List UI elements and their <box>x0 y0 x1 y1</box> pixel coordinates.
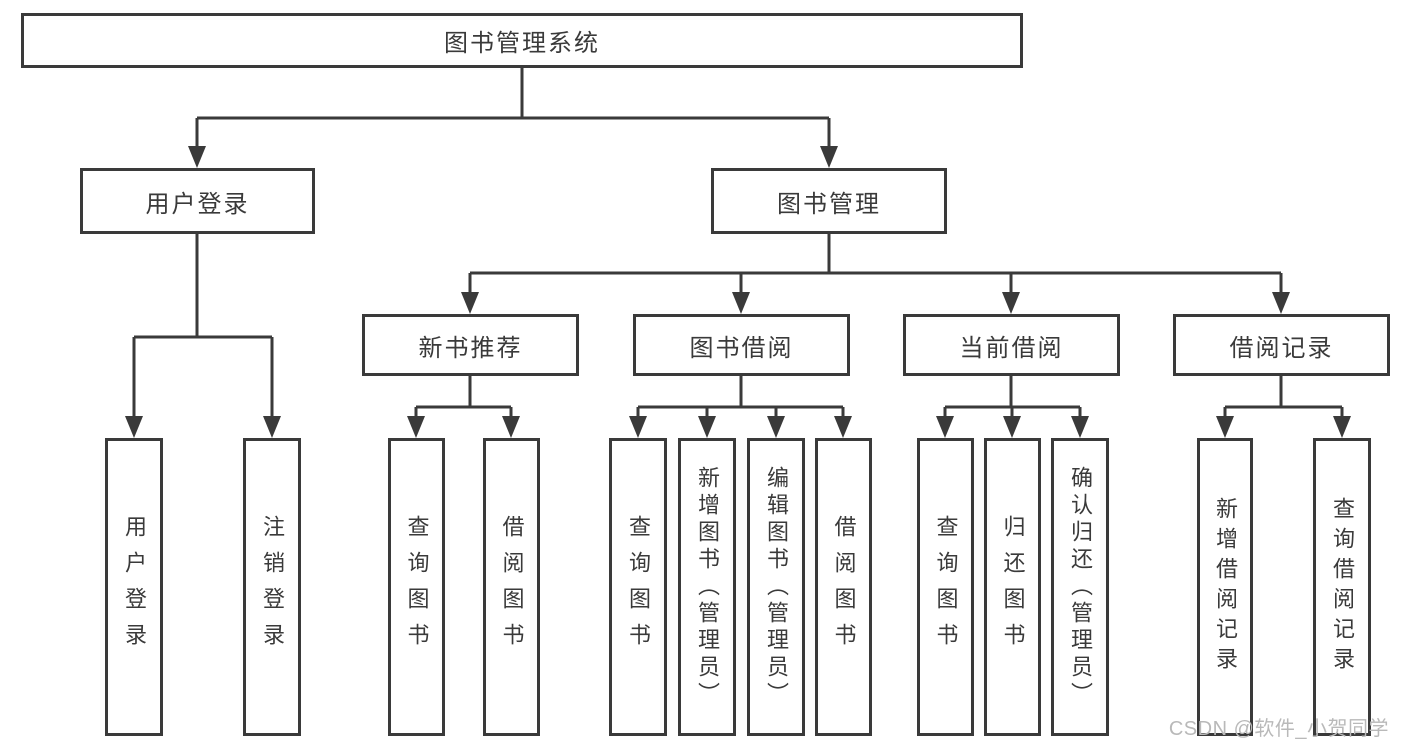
leaf-label: 归还图书 <box>1000 515 1026 659</box>
leaf-label: 查询借阅记录 <box>1330 497 1355 677</box>
leaf-borrow-books: 借阅图书 <box>815 438 872 736</box>
leaf-label: 用户登录 <box>122 515 147 659</box>
leaf-query-books-current: 查询图书 <box>917 438 974 736</box>
leaf-add-book-admin: 新增图书（管理员） <box>678 438 736 736</box>
leaf-confirm-return-admin: 确认归还（管理员） <box>1051 438 1109 736</box>
leaf-query-books-recommend: 查询图书 <box>388 438 445 736</box>
node-current-borrow: 当前借阅 <box>903 314 1120 376</box>
leaf-user-login: 用户登录 <box>105 438 163 736</box>
leaf-label: 借阅图书 <box>831 515 857 659</box>
leaf-label: 查询图书 <box>404 515 430 659</box>
leaf-label: 确认归还（管理员） <box>1068 465 1093 709</box>
node-borrow-records: 借阅记录 <box>1173 314 1390 376</box>
leaf-label: 查询图书 <box>933 515 959 659</box>
leaf-logout: 注销登录 <box>243 438 301 736</box>
node-label: 新书推荐 <box>418 334 523 362</box>
leaf-label: 新增借阅记录 <box>1213 497 1238 677</box>
node-book-management: 图书管理 <box>711 168 947 234</box>
node-label: 借阅记录 <box>1229 334 1334 362</box>
node-user-login: 用户登录 <box>80 168 315 234</box>
csdn-watermark: CSDN @软件_小贺同学 <box>1168 718 1389 740</box>
node-new-book-recommend: 新书推荐 <box>362 314 579 376</box>
leaf-borrow-books-recommend: 借阅图书 <box>483 438 540 736</box>
node-label: 图书管理 <box>777 190 881 218</box>
leaf-label: 查询图书 <box>626 515 651 659</box>
arrowheads <box>125 146 1351 438</box>
node-library-management-system: 图书管理系统 <box>21 13 1023 68</box>
leaf-label: 新增图书（管理员） <box>695 465 720 709</box>
node-label: 图书管理系统 <box>444 30 600 57</box>
leaf-label: 注销登录 <box>260 515 285 659</box>
leaf-return-book: 归还图书 <box>984 438 1041 736</box>
node-book-borrow: 图书借阅 <box>633 314 850 376</box>
leaf-label: 借阅图书 <box>499 515 525 659</box>
node-label: 当前借阅 <box>959 334 1064 362</box>
leaf-label: 编辑图书（管理员） <box>764 465 789 709</box>
leaf-edit-book-admin: 编辑图书（管理员） <box>747 438 805 736</box>
leaf-query-books-borrow: 查询图书 <box>609 438 667 736</box>
leaf-add-borrow-record: 新增借阅记录 <box>1197 438 1253 736</box>
leaf-query-borrow-record: 查询借阅记录 <box>1313 438 1371 736</box>
node-label: 用户登录 <box>145 190 250 218</box>
node-label: 图书借阅 <box>689 334 794 362</box>
